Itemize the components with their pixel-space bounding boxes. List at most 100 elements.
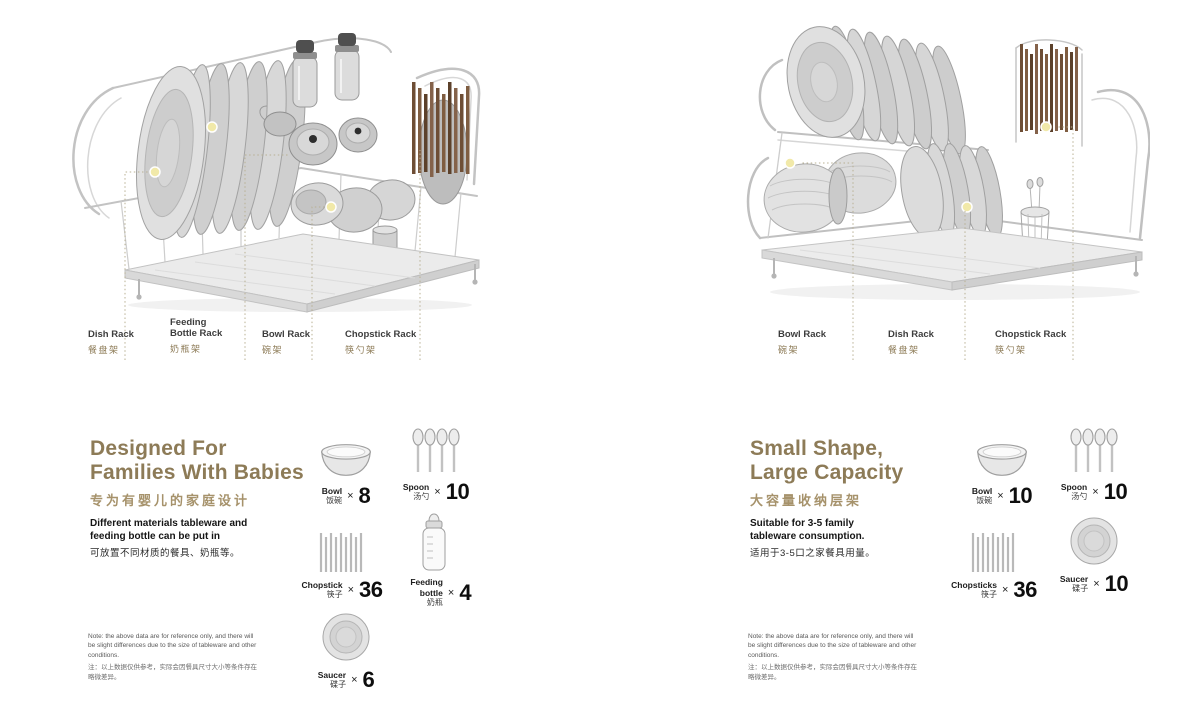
capacity-name-zh: 奶瓶 [426,598,443,608]
bowls-bottom [763,152,897,233]
multiply-symbol: × [1001,584,1009,596]
capacity-label: Bowl 饭碗 × 10 [971,483,1033,509]
capacity-item-saucer: Saucer 碟子 × 10 [1048,512,1140,597]
callout-zh: 餐盘架 [888,344,920,355]
capacity-name-en: Spoon [402,481,430,492]
multiply-symbol: × [1093,578,1100,590]
multiply-symbol: × [434,486,441,498]
saucer-icon [1069,512,1119,566]
capacity-count: 10 [445,479,470,504]
highlight-dot [961,201,973,213]
plates-stack-top [786,25,966,155]
capacity-item-spoon: Spoon 汤勺 × 10 [390,420,482,505]
callout-en: Chopstick Rack [345,329,417,340]
dish-rack-render-left [72,33,481,313]
capacity-count: 10 [1008,483,1033,508]
bowl-icon [318,424,374,478]
capacity-name-zh: 碟子 [1072,584,1089,594]
capacity-name-zh: 饭碗 [976,496,993,506]
bowl-icon [974,424,1030,478]
multiply-symbol: × [347,584,355,596]
section-heading-right: Small Shape, Large Capacity [750,437,903,484]
multiply-symbol: × [447,586,455,599]
shadow [770,284,1140,300]
capacity-item-feeding-bottle: Feeding bottle 奶瓶 × 4 [388,508,480,608]
capacity-name-en: Spoon [1060,481,1088,492]
note-en: Note: the above data are for reference o… [88,633,257,659]
capacity-item-spoon: Spoon 汤勺 × 10 [1048,420,1140,505]
capacity-label: Bowl 饭碗 × 8 [322,483,371,509]
description-en-left: Different materials tableware and feedin… [90,518,248,542]
description-zh-left: 可放置不同材质的餐具、奶瓶等。 [90,548,241,559]
dish-rack-render-right [746,25,1150,300]
callout-chopstick-rack: Chopstick Rack 筷勺架 [995,329,1067,355]
capacity-name-zh: 筷子 [980,590,997,600]
capacity-count: 36 [359,577,383,602]
capacity-count: 10 [1104,571,1129,596]
highlight-dot [784,157,796,169]
callout-en: Chopstick Rack [995,329,1067,340]
pot-lids [259,105,378,166]
capacity-name-en: Bowl [321,485,343,496]
capacity-name-zh: 饭碗 [326,496,343,506]
capacity-name-en: Chopstick [301,579,343,590]
capacity-label: Feeding bottle 奶瓶 × 4 [397,577,471,608]
capacity-item-chopstick: Chopstick 筷子 × 36 [296,518,388,603]
capacity-name-en: Saucer [1059,573,1089,584]
spoon-icon [1068,420,1120,474]
callout-zh: 碗架 [778,344,800,355]
capacity-item-bowl: Bowl 饭碗 × 8 [300,424,392,509]
multiply-symbol: × [351,674,358,686]
multiply-symbol: × [347,490,354,502]
callout-zh: 筷勺架 [345,344,377,355]
capacity-name-zh: 筷子 [326,590,343,600]
callout-zh: 碗架 [262,344,284,355]
callout-chopstick-rack: Chopstick Rack 筷勺架 [345,329,417,355]
highlight-dot [149,166,161,178]
callout-zh: 奶瓶架 [170,343,202,354]
chopsticks-bundle [1020,44,1078,134]
capacity-item-saucer: Saucer 碟子 × 6 [300,608,392,693]
heading-line2: Families With Babies [90,460,304,484]
heading-line1: Designed For [90,437,227,460]
capacity-item-bowl: Bowl 饭碗 × 10 [956,424,1048,509]
multiply-symbol: × [1092,486,1099,498]
callout-bowl-rack: Bowl Rack 碗架 [262,329,311,355]
highlight-dot [1040,121,1052,133]
spoon-icon [410,420,462,474]
description-en-right: Suitable for 3-5 family tableware consum… [750,518,865,542]
saucer-icon [321,608,371,662]
capacity-name-en: Bowl [971,485,993,496]
multiply-symbol: × [997,490,1004,502]
capacity-count: 10 [1103,479,1128,504]
capacity-name-zh: 汤勺 [413,492,430,502]
heading-line1: Small Shape, [750,437,884,460]
drip-tray [761,227,1143,291]
note-en: Note: the above data are for reference o… [748,633,917,659]
plates-stack [136,59,306,240]
callout-en: Dish Rack [88,329,134,340]
capacity-label: Spoon 汤勺 × 10 [402,479,470,505]
capacity-count: 6 [362,667,375,692]
callout-feeding-bottle-rack: Feeding Bottle Rack 奶瓶架 [170,317,228,354]
feeding-bottles [292,33,360,108]
callout-bowl-rack: Bowl Rack 碗架 [778,329,827,355]
note-zh: 注：以上数据仅供参考，实际会因餐具尺寸大小等条件存在略微差异。 [748,664,917,681]
callout-dish-rack: Dish Rack 餐盘架 [888,329,934,355]
callout-en: Bowl Rack [778,329,827,340]
bowls [290,179,416,233]
highlight-dot [325,201,337,213]
capacity-label: Saucer 碟子 × 10 [1059,571,1129,597]
chopstick-icon [318,518,366,572]
disclaimer-note-left: Note: the above data are for reference o… [88,632,260,682]
callout-dish-rack: Dish Rack 餐盘架 [88,329,134,355]
heading-line2: Large Capacity [750,460,904,484]
callout-en: Bowl Rack [262,329,311,340]
capacity-name-en: Chopsticks [951,579,997,590]
capacity-label: Chopsticks 筷子 × 36 [951,577,1037,603]
subtitle-zh-left: 专为有婴儿的家庭设计 [90,493,251,508]
plates-stack-bottom [900,143,1003,238]
capacity-name-zh: 碟子 [330,680,347,690]
capacity-count: 4 [459,579,472,605]
capacity-name-en: Feeding bottle [410,577,443,598]
